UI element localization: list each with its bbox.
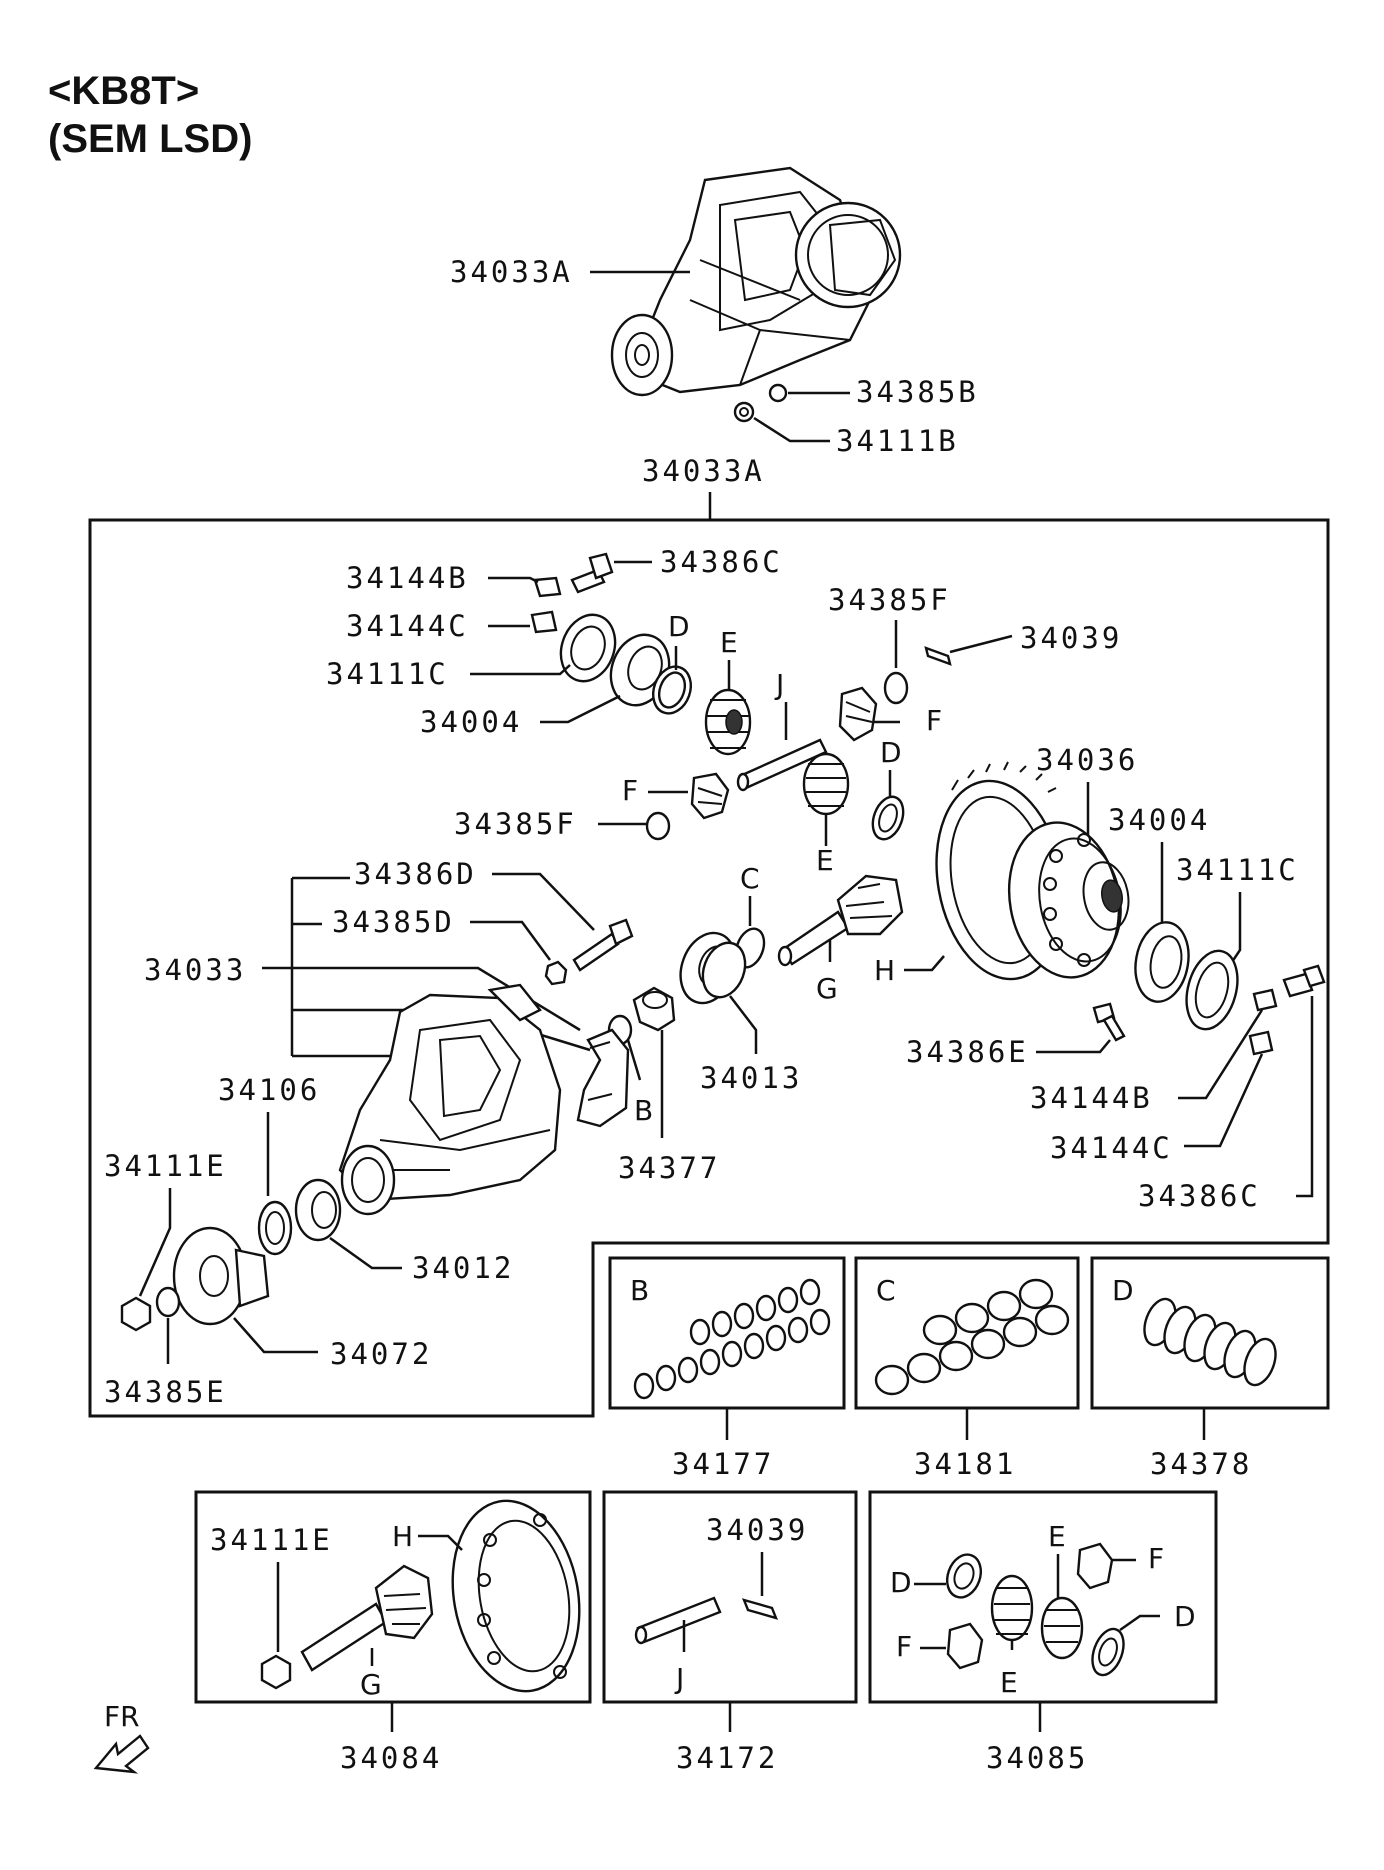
bolt-34386C-top-illustration [570, 552, 614, 594]
label-34386D: 34386D [354, 857, 477, 891]
pinion-shaft-J-illustration [736, 738, 828, 792]
kit-34085-F1: F [1148, 1542, 1164, 1575]
kit-34172-part: 34172 [676, 1741, 778, 1775]
kit-34085-D1: D [890, 1566, 912, 1599]
label-34386E: 34386E [906, 1035, 1029, 1069]
label-34144B-right: 34144B [1030, 1081, 1153, 1115]
ring-nut-34111C-top-illustration [559, 613, 617, 683]
kit-box-34085: D E E F F D [868, 1490, 1218, 1704]
label-34012: 34012 [412, 1251, 514, 1285]
kit-D-letter: D [1112, 1274, 1134, 1307]
label-34004-right: 34004 [1108, 803, 1210, 837]
shim-set-D-illustration [1143, 1297, 1277, 1387]
kit-34085-F2: F [896, 1630, 912, 1663]
label-34385E: 34385E [104, 1375, 227, 1409]
label-34033A-group: 34033A [642, 454, 765, 488]
label-34036: 34036 [1036, 743, 1138, 777]
label-34386C-top: 34386C [660, 545, 783, 579]
label-34106: 34106 [218, 1073, 320, 1107]
differential-assembly-illustration [610, 166, 902, 423]
kit-box-B: B [608, 1256, 846, 1410]
shim-set-C-illustration [874, 1278, 1070, 1396]
kit-34085-E2: E [1048, 1520, 1066, 1553]
kit-box-34172: 34039 J [602, 1490, 858, 1704]
kit-D-part: 34378 [1150, 1447, 1252, 1481]
diff-case-34036-illustration [1007, 821, 1130, 979]
kit-box-C: C [854, 1256, 1080, 1410]
letter-G: G [816, 972, 838, 1005]
label-34039: 34039 [1020, 621, 1122, 655]
label-34013: 34013 [700, 1061, 802, 1095]
label-34004-left: 34004 [420, 705, 522, 739]
letter-B: B [634, 1094, 653, 1127]
letter-E-top: E [720, 626, 738, 659]
bearing-cap-illustration [576, 1028, 630, 1128]
label-34144B-top: 34144B [346, 561, 469, 595]
label-34033A-housing: 34033A [450, 255, 573, 289]
label-34111C-top: 34111C [326, 657, 449, 691]
label-34385F-top: 34385F [828, 583, 951, 617]
label-34144C-top: 34144C [346, 609, 469, 643]
carrier-34033-illustration [338, 983, 562, 1216]
kit-34084-H: H [392, 1520, 413, 1553]
model-variant: (SEM LSD) [48, 117, 252, 161]
letter-F-left: F [622, 774, 638, 807]
clip-34144C-top-illustration [530, 610, 558, 634]
clip-34144B-top-illustration [533, 576, 562, 598]
front-arrow-icon [93, 1734, 150, 1774]
kit-box-D: D [1090, 1256, 1330, 1410]
kit-34085-E1: E [1000, 1666, 1018, 1699]
kit-box-34084: 34111E G H [194, 1490, 592, 1704]
letter-D-top: D [668, 610, 690, 643]
letter-E-mid: E [816, 844, 834, 877]
letter-F-top: F [926, 704, 942, 737]
letter-J: J [774, 668, 784, 701]
kit-34172-J: J [674, 1662, 684, 1695]
label-34111C-right: 34111C [1176, 853, 1299, 887]
kit-34084-G: G [360, 1668, 382, 1701]
pin-34039-illustration [924, 646, 952, 666]
kit-B-part: 34177 [672, 1447, 774, 1481]
label-34377: 34377 [618, 1151, 720, 1185]
kit-C-part: 34181 [914, 1447, 1016, 1481]
kit-34084-nut-label: 34111E [210, 1523, 333, 1557]
ring-nut-34111C-right-illustration [1185, 949, 1239, 1031]
pinion-gear-F-left-illustration [690, 772, 730, 820]
shim-set-B-illustration [633, 1278, 831, 1400]
bolt-34386C-right-illustration [1282, 964, 1326, 998]
label-34385B: 34385B [856, 375, 979, 409]
kit-34085-D2: D [1174, 1600, 1196, 1633]
model-code: <KB8T> [48, 69, 199, 113]
letter-D-mid: D [880, 736, 902, 769]
label-34072: 34072 [330, 1337, 432, 1371]
bolt-34386E-illustration [1092, 1002, 1126, 1042]
label-34033: 34033 [144, 953, 246, 987]
letter-C: C [740, 862, 760, 895]
side-gear-E-top-illustration [704, 688, 752, 756]
drive-pinion-G-illustration [777, 874, 904, 967]
bearing-34012-illustration [294, 1178, 342, 1242]
label-34111E: 34111E [104, 1149, 227, 1183]
label-34386C-right: 34386C [1138, 1179, 1261, 1213]
label-34144C-right: 34144C [1050, 1131, 1173, 1165]
pinion-gear-F-top-illustration [838, 686, 878, 742]
label-34385D: 34385D [332, 905, 455, 939]
bearing-34013-illustration [679, 931, 747, 1005]
kit-B-letter: B [630, 1274, 649, 1307]
kit-34172-pin-label: 34039 [706, 1513, 808, 1547]
bearing-34004-right-illustration [1134, 921, 1190, 1003]
label-34385F-left: 34385F [454, 807, 577, 841]
spacer-34377-illustration [632, 986, 676, 1032]
bolt-34386D-illustration [572, 918, 634, 972]
kit-34084-part: 34084 [340, 1741, 442, 1775]
front-indicator-label: FR [104, 1700, 140, 1733]
kit-C-letter: C [876, 1274, 896, 1307]
kit-34085-part: 34085 [986, 1741, 1088, 1775]
companion-flange-34072-illustration [172, 1226, 270, 1326]
letter-H: H [874, 954, 895, 987]
side-gear-E-mid-illustration [802, 752, 850, 816]
label-34111B: 34111B [836, 424, 959, 458]
